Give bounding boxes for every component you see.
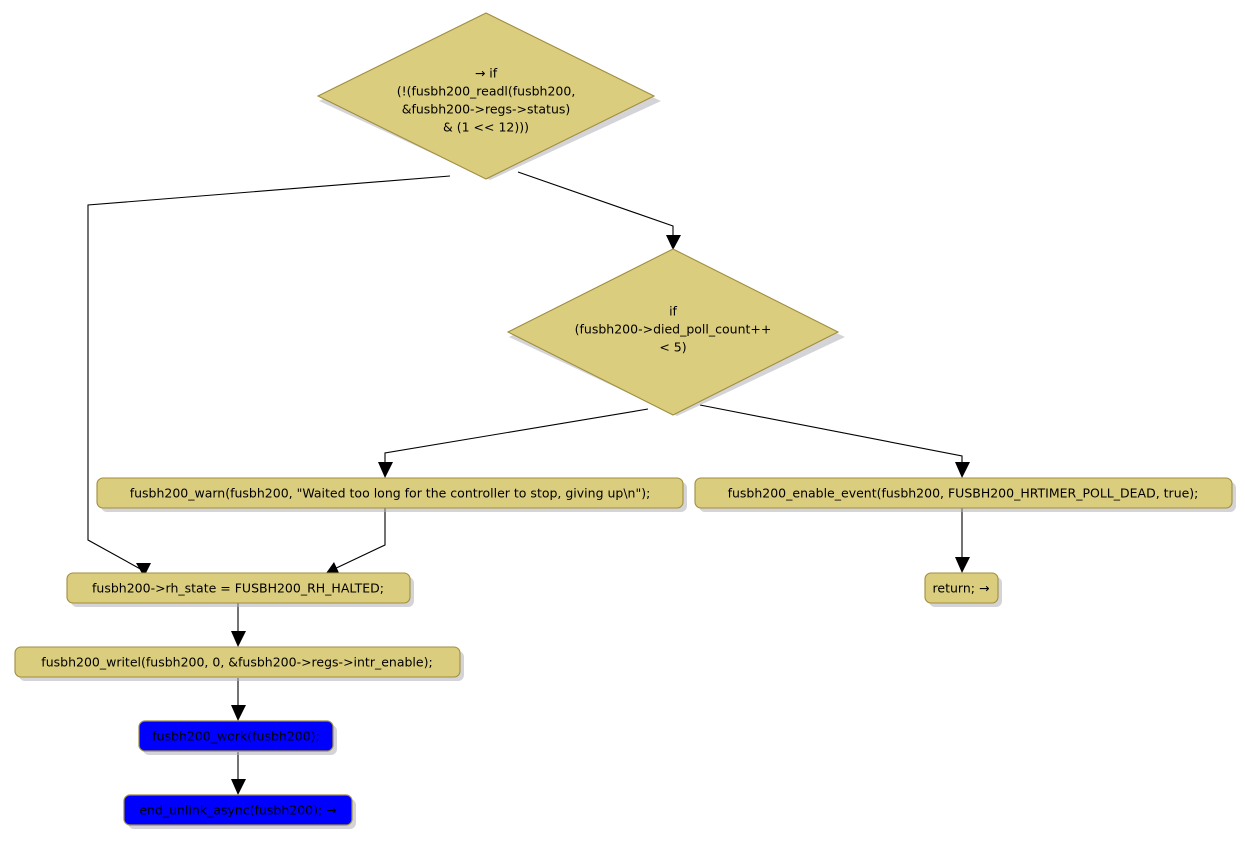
edge-rh-state-to-writel: [231, 603, 246, 647]
node-cond-poll-line-0: if: [669, 304, 677, 319]
node-enable-event-call-label: fusbh200_enable_event(fusbh200, FUSBH200…: [728, 486, 1199, 501]
edge-cond-poll-to-enable-event: [699, 404, 970, 478]
node-cond-readl[interactable]: → if (!(fusbh200_readl(fusbh200, &fusbh2…: [316, 12, 661, 180]
edge-writel-to-work: [231, 678, 246, 721]
node-cond-readl-line-0: → if: [475, 66, 498, 81]
node-work-call-label: fusbh200_work(fusbh200);: [152, 729, 320, 744]
node-rh-state-assign-label: fusbh200->rh_state = FUSBH200_RH_HALTED;: [92, 581, 384, 596]
node-writel-call[interactable]: fusbh200_writel(fusbh200, 0, &fusbh200->…: [14, 646, 464, 681]
edge-warn-to-rh-state: [324, 508, 386, 576]
node-cond-readl-line-2: &fusbh200->regs->status): [402, 102, 571, 117]
node-enable-event-call[interactable]: fusbh200_enable_event(fusbh200, FUSBH200…: [694, 477, 1236, 512]
edge-work-to-end-unlink-async: [231, 752, 246, 795]
node-cond-readl-line-3: & (1 << 12))): [443, 120, 529, 135]
node-end-unlink-async-call[interactable]: end_unlink_async(fusbh200); →: [123, 794, 356, 829]
node-end-unlink-async-call-label: end_unlink_async(fusbh200); →: [139, 803, 336, 818]
node-work-call[interactable]: fusbh200_work(fusbh200);: [138, 720, 337, 755]
node-return-stmt[interactable]: return; →: [924, 572, 1002, 607]
edge-cond-readl-to-cond-poll: [517, 171, 681, 250]
node-cond-readl-line-1: (!(fusbh200_readl(fusbh200,: [397, 84, 576, 99]
node-writel-call-label: fusbh200_writel(fusbh200, 0, &fusbh200->…: [41, 655, 432, 670]
node-cond-poll-line-1: (fusbh200->died_poll_count++: [575, 322, 772, 337]
edge-enable-event-to-return: [955, 508, 970, 573]
node-rh-state-assign[interactable]: fusbh200->rh_state = FUSBH200_RH_HALTED;: [66, 572, 414, 607]
edge-cond-readl-to-rh-state: [87, 175, 451, 577]
node-cond-poll[interactable]: if (fusbh200->died_poll_count++ < 5): [506, 248, 845, 416]
edge-layer: [87, 171, 970, 795]
edge-cond-poll-to-warn: [378, 408, 649, 478]
node-warn-call[interactable]: fusbh200_warn(fusbh200, "Waited too long…: [96, 477, 687, 512]
node-return-stmt-label: return; →: [933, 581, 990, 596]
node-cond-poll-line-2: < 5): [659, 340, 686, 355]
node-warn-call-label: fusbh200_warn(fusbh200, "Waited too long…: [130, 486, 651, 501]
